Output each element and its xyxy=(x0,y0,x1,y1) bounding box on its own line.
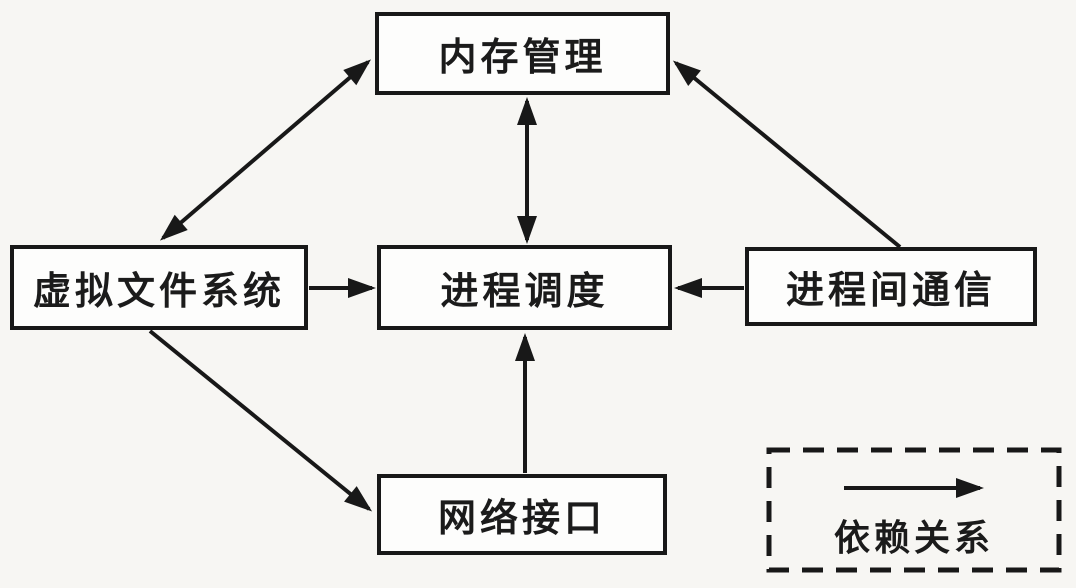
edge-vfs-memory-bidirectional-arrow xyxy=(159,59,372,241)
node-virtual-file-system-label: 虚拟文件系统 xyxy=(32,271,285,313)
node-inter-process-communication-label: 进程间通信 xyxy=(785,270,996,312)
node-process-scheduling: 进程调度 xyxy=(377,245,672,330)
node-memory-management: 内存管理 xyxy=(375,12,670,95)
node-process-scheduling-label: 进程调度 xyxy=(440,271,609,313)
node-virtual-file-system: 虚拟文件系统 xyxy=(10,245,308,330)
legend-label: 依赖关系 xyxy=(833,517,994,558)
node-memory-management-label: 内存管理 xyxy=(438,37,607,79)
edge-vfs-to-net-arrow xyxy=(148,329,373,512)
node-inter-process-communication: 进程间通信 xyxy=(745,247,1037,326)
edge-ipc-to-memory-arrow xyxy=(672,60,902,249)
node-network-interface-label: 网络接口 xyxy=(437,498,606,540)
legend-dashed-border xyxy=(766,447,1062,573)
legend-graphics xyxy=(766,447,1062,573)
legend-box: 依赖关系 xyxy=(766,447,1062,573)
node-network-interface: 网络接口 xyxy=(377,474,667,555)
